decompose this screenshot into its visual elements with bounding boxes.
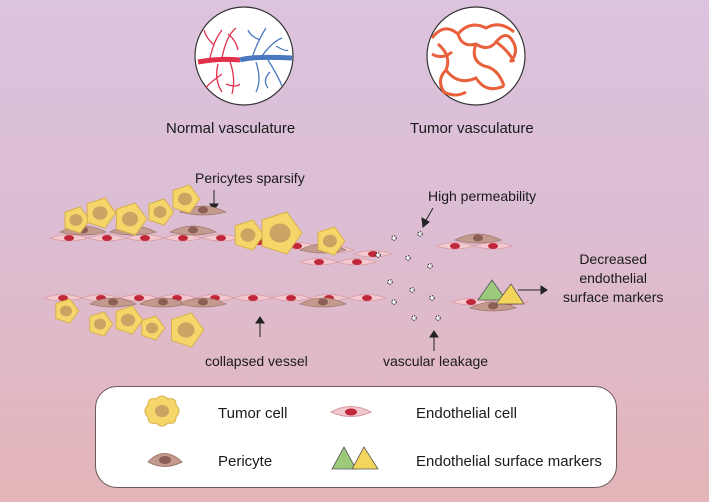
legend-endothelial-cell-icon (329, 406, 373, 417)
leak-particle (405, 255, 411, 261)
pericytes-sparsify-label: Pericytes sparsify (195, 170, 305, 186)
normal-vasculature-illustration (194, 6, 294, 106)
endothelial-nucleus (466, 299, 476, 305)
endothelial-nucleus (450, 243, 460, 249)
leak-particle (375, 252, 381, 258)
high-permeability-label: High permeability (428, 188, 537, 204)
leak-particle (429, 295, 435, 301)
legend-pericyte-label: Pericyte (218, 453, 273, 470)
legend-tumor-cell-label: Tumor cell (218, 405, 288, 422)
tumor-nucleus (122, 211, 138, 227)
tumor-nucleus (94, 318, 106, 330)
endothelial-nucleus (64, 235, 74, 241)
legend-endothelial-cell-label: Endothelial cell (416, 405, 517, 422)
leak-particle (391, 299, 397, 305)
legend-tumor-cell-icon (144, 395, 180, 427)
vessel-cells (42, 184, 530, 348)
endothelial-nucleus (216, 235, 226, 241)
leak-particle (391, 235, 397, 241)
tumor-nucleus (92, 206, 108, 220)
leak-particle (417, 231, 423, 237)
leak-particle (427, 263, 433, 269)
tumor-vasculature-illustration (426, 6, 526, 106)
pericyte-nucleus (473, 234, 483, 242)
pericyte-nucleus (198, 206, 208, 214)
endothelial-nucleus (140, 235, 150, 241)
legend-surface-markers-icon (331, 446, 379, 470)
endothelial-nucleus (314, 259, 324, 265)
surface-marker-green (477, 279, 507, 301)
pericyte-nucleus (188, 226, 198, 234)
tumor-nucleus (323, 234, 337, 248)
endothelial-nucleus (134, 295, 144, 301)
tumor-nucleus (146, 322, 158, 334)
endothelial-nucleus (362, 295, 372, 301)
collapsed-vessel-label: collapsed vessel (205, 353, 308, 369)
tumor-vasculature-label: Tumor vasculature (410, 120, 534, 137)
leak-particle (409, 287, 415, 293)
pericyte-nucleus (198, 298, 208, 306)
pericyte-nucleus (318, 298, 328, 306)
leak-particle (435, 315, 441, 321)
tumor-nucleus (240, 228, 256, 242)
leak-particle (387, 279, 393, 285)
decreased-markers-label: Decreased endothelial surface markers (563, 251, 664, 305)
tumor-nucleus (269, 223, 291, 243)
endothelial-nucleus (178, 235, 188, 241)
leak-particle (411, 315, 417, 321)
pericyte-nucleus (158, 298, 168, 306)
normal-vasculature-label: Normal vasculature (166, 120, 296, 137)
tumor-nucleus (153, 206, 167, 218)
surface-marker-yellow (495, 283, 525, 305)
legend-pericyte-icon (147, 453, 183, 467)
endothelial-nucleus (58, 295, 68, 301)
endothelial-nucleus (102, 235, 112, 241)
annotation-arrows (209, 190, 548, 351)
tumor-nucleus (69, 214, 83, 226)
tumor-nucleus (178, 192, 192, 206)
legend-box: Tumor cell Endothelial cell Pericyte End… (95, 386, 617, 488)
pericyte-nucleus (108, 298, 118, 306)
endothelial-nucleus (286, 295, 296, 301)
endothelial-nucleus (292, 243, 302, 249)
legend-surface-markers-label: Endothelial surface markers (416, 453, 602, 470)
tumor-nucleus (121, 313, 135, 327)
tumor-nucleus (60, 305, 72, 317)
endothelial-nucleus (248, 295, 258, 301)
endothelial-nucleus (352, 259, 362, 265)
tumor-nucleus (177, 322, 195, 338)
endothelial-nucleus (488, 243, 498, 249)
vascular-leakage-label: vascular leakage (383, 353, 489, 369)
